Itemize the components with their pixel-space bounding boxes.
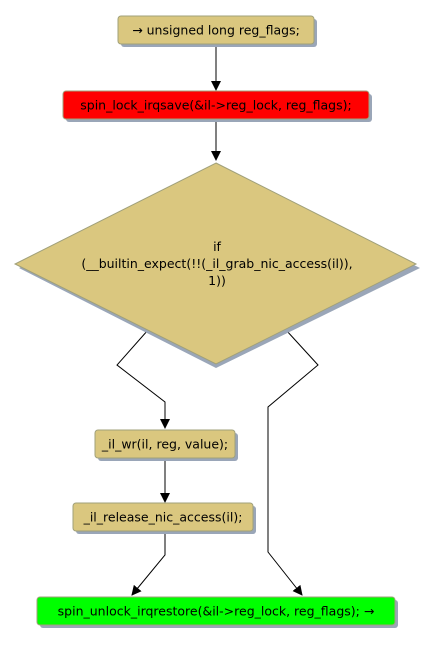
node-unlock: spin_unlock_irqrestore(&il->reg_lock, re… (36, 596, 398, 628)
node-start-label: → unsigned long reg_flags; (132, 23, 300, 38)
edge-release-to-unlock (131, 532, 166, 596)
node-decision-line-1: if (213, 239, 221, 254)
node-unlock-box (36, 596, 396, 626)
node-unlock-label: spin_unlock_irqrestore(&il->reg_lock, re… (58, 604, 375, 619)
node-decision-diamond (13, 162, 418, 365)
node-decision-line-2: (__builtin_expect(!!(_il_grab_nic_access… (81, 256, 352, 271)
edge-decision-false-to-unlock (267, 329, 319, 596)
node-decision: if (__builtin_expect(!!(_il_grab_nic_acc… (13, 162, 420, 368)
node-release-box (72, 502, 254, 532)
node-lock: spin_lock_irqsave(&il->reg_lock, reg_fla… (62, 90, 372, 122)
edge-decision-true-to-write (116, 329, 170, 429)
node-write: _il_wr(il, reg, value); (94, 429, 238, 461)
node-lock-box (62, 90, 370, 120)
node-decision-line-3: 1)) (208, 273, 226, 288)
node-write-label: _il_wr(il, reg, value); (101, 437, 228, 452)
edges (116, 45, 319, 596)
node-lock-label: spin_lock_irqsave(&il->reg_lock, reg_fla… (80, 98, 351, 113)
node-write-box (94, 429, 236, 459)
node-start: → unsigned long reg_flags; (117, 15, 317, 47)
node-start-box (117, 15, 315, 45)
node-release: _il_release_nic_access(il); (72, 502, 256, 534)
node-release-label: _il_release_nic_access(il); (83, 510, 243, 525)
